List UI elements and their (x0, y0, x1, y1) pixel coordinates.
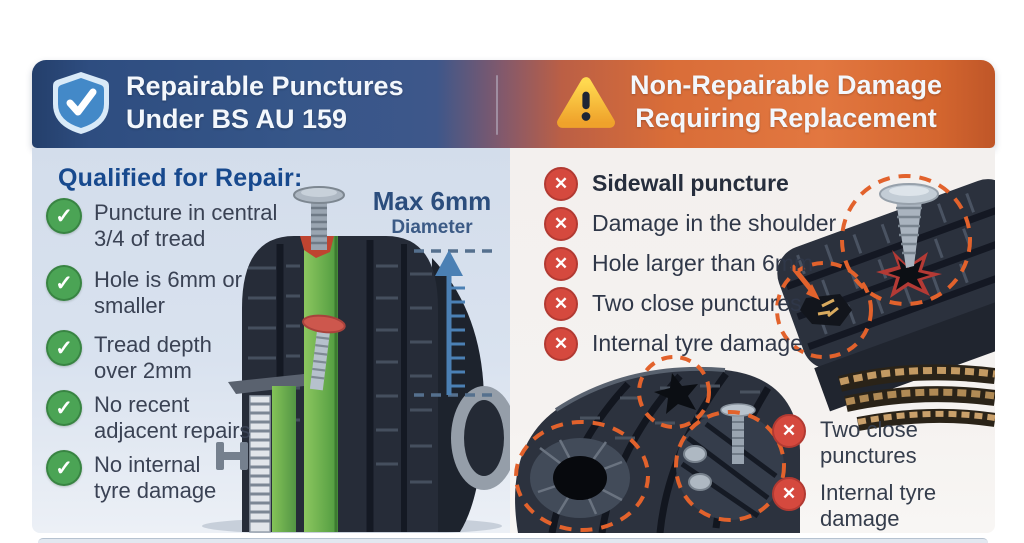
repairable-item-text: Hole is 6mm or smaller (94, 267, 242, 319)
right-header-title-line1: Non-Repairable Damage (629, 70, 943, 100)
non-repairable-item-text: Sidewall puncture (592, 170, 789, 196)
repairable-item: ✓ No recent adjacent repairs (46, 390, 251, 445)
screw-icon (879, 183, 939, 268)
cross-icon: ✕ (772, 477, 806, 511)
repairable-item: ✓ Tread depth over 2mm (46, 330, 212, 385)
repairable-tyre-illustration (202, 186, 510, 533)
repairable-item-text: Tread depth over 2mm (94, 332, 212, 384)
wheel-rim-inner (464, 400, 504, 476)
dashed-highlight-circle (637, 355, 711, 429)
header-left-section: Repairable Punctures Under BS AU 159 (50, 69, 404, 137)
non-repairable-item: ✕ Internal tyre damage (544, 327, 803, 361)
non-repairable-item: ✕ Two close punctures (544, 287, 802, 321)
check-icon: ✓ (46, 330, 82, 366)
non-repairable-item: ✕ Sidewall puncture (544, 167, 789, 201)
non-repairable-item: ✕ Damage in the shoulder (544, 207, 836, 241)
warning-triangle-icon (556, 77, 615, 128)
dashed-highlight-circle (775, 261, 873, 359)
right-header-title-line2: Requiring Replacement (635, 102, 937, 133)
pointer-arrow (790, 264, 815, 294)
repairable-item: ✓ No internal tyre damage (46, 450, 216, 505)
screw-standing-icon (720, 403, 756, 464)
left-header-title-line2: Under BS AU 159 (126, 104, 348, 134)
repairable-item-text: Puncture in central 3/4 of tread (94, 200, 278, 252)
non-repairable-item-text: Two close punctures (820, 417, 918, 469)
puncture-hole (888, 259, 930, 290)
tread-depth-gauge (228, 374, 304, 533)
sidewall-damage-tyre (775, 174, 995, 431)
non-repairable-bottom-item: ✕ Two close punctures (772, 414, 918, 470)
max-diameter-line2: Diameter (391, 217, 473, 238)
nail-red-icon (302, 314, 346, 391)
nail-top-icon (293, 186, 345, 250)
non-repairable-item-text: Internal tyre damage (592, 330, 803, 356)
qualified-heading: Qualified for Repair: (58, 164, 303, 192)
non-repairable-item-text: Damage in the shoulder (592, 210, 837, 236)
non-repairable-bottom-item: ✕ Internal tyre damage (772, 477, 936, 533)
cross-icon: ✕ (544, 167, 578, 201)
dashed-highlight-circle (514, 420, 650, 532)
cross-icon: ✕ (544, 247, 578, 281)
left-header-title-line1: Repairable Punctures (126, 71, 404, 102)
check-icon: ✓ (46, 198, 82, 234)
blowout-tyre (514, 355, 800, 533)
repairable-panel: Qualified for Repair: ✓ Puncture in cent… (32, 148, 510, 533)
max-diameter-line1: Max 6mm (372, 186, 492, 216)
header-right-section: Non-Repairable Damage Requiring Replacem… (510, 69, 988, 135)
cross-icon: ✕ (544, 327, 578, 361)
shield-check-icon (53, 72, 109, 134)
damage-tyre-illustrations (514, 174, 995, 533)
repairable-item-text: No internal tyre damage (94, 452, 217, 504)
non-repairable-item-text: Hole larger than 6mm (592, 250, 814, 276)
non-repairable-panel: ✕ Sidewall puncture ✕ Damage in the shou… (510, 148, 995, 533)
repairable-item: ✓ Puncture in central 3/4 of tread (46, 198, 277, 253)
check-icon: ✓ (46, 450, 82, 486)
pointer-arrowhead (806, 284, 820, 300)
right-header-title: Non-Repairable Damage Requiring Replacem… (630, 69, 942, 135)
dashed-highlight-circle (674, 410, 786, 522)
check-icon: ✓ (46, 265, 82, 301)
max-diameter-label: Max 6mm Diameter (357, 186, 507, 239)
non-repairable-item-text: Internal tyre damage (820, 480, 937, 532)
max-diameter-ruler (414, 249, 496, 397)
exposed-cords (838, 364, 995, 431)
valve-pin-icon (216, 442, 248, 470)
check-icon: ✓ (46, 390, 82, 426)
left-header-title: Repairable Punctures Under BS AU 159 (126, 70, 404, 136)
dashed-highlight-circle (840, 174, 972, 306)
cross-icon: ✕ (544, 207, 578, 241)
blowout-hole (553, 456, 607, 500)
screw-head-icon (688, 473, 712, 491)
tread-sipes (248, 264, 432, 484)
cross-icon: ✕ (544, 287, 578, 321)
repairable-item-text: No recent adjacent repairs (94, 392, 251, 444)
non-repairable-item-text: Two close punctures (592, 290, 802, 316)
next-section-edge (38, 538, 988, 543)
non-repairable-item: ✕ Hole larger than 6mm (544, 247, 813, 281)
header-band: Repairable Punctures Under BS AU 159 Non… (32, 60, 995, 148)
damage-sparks (817, 298, 839, 318)
close-punctures-inset (676, 412, 784, 520)
shoulder-damage-hole (800, 294, 852, 326)
cross-icon: ✕ (772, 414, 806, 448)
screw-head-icon (683, 445, 707, 463)
star-cut-hole (654, 373, 698, 414)
header-divider (496, 75, 498, 135)
repairable-item: ✓ Hole is 6mm or smaller (46, 265, 242, 320)
